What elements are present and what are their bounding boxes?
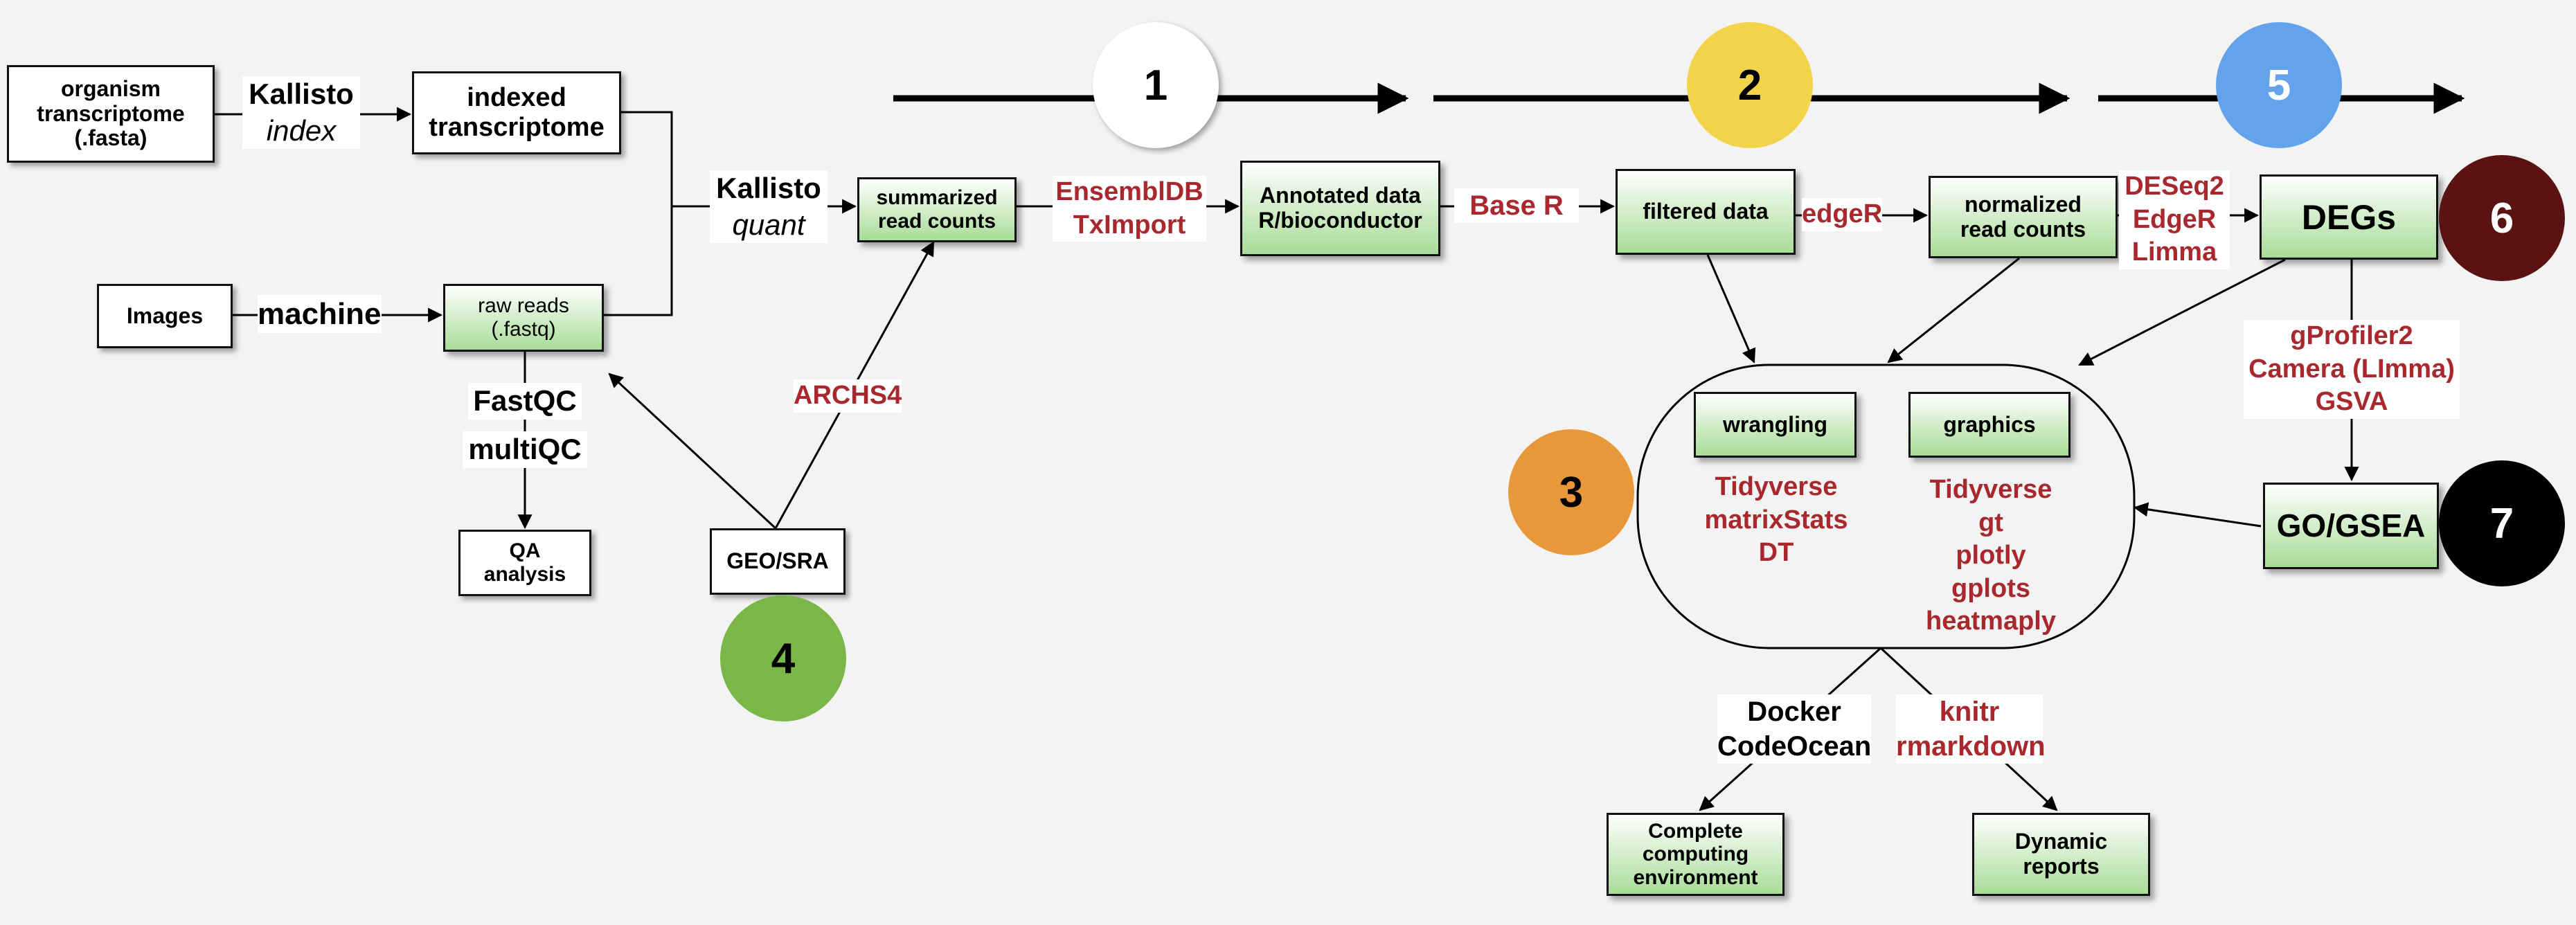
label-docker: Docker	[1747, 697, 1841, 727]
label-gsva: GSVA	[2315, 387, 2388, 416]
label-enrichment-tools: gProfiler2 Camera (LImma) GSVA	[2244, 320, 2460, 419]
label-ensembldb: EnsemblDB	[1055, 177, 1204, 206]
badge-4: 4	[720, 595, 846, 721]
node-go-gsea: GO/GSEA	[2263, 483, 2439, 569]
node-complete-computing-environment: Complete computing environment	[1607, 813, 1785, 896]
label-graphics-tool: plotly	[1956, 541, 2026, 570]
label-codeocean: CodeOcean	[1717, 731, 1872, 762]
node-wrangling: wrangling	[1694, 392, 1857, 458]
node-normalized-read-counts: normalized read counts	[1929, 176, 2118, 258]
label-wrangling-tool: DT	[1758, 538, 1794, 567]
badge-2: 2	[1687, 22, 1813, 148]
label-graphics-tool: gplots	[1951, 573, 2030, 603]
label-fastqc: FastQC	[468, 383, 582, 420]
node-graphics: graphics	[1908, 392, 2070, 458]
node-dynamic-reports: Dynamic reports	[1972, 813, 2150, 896]
badge-7: 7	[2439, 460, 2565, 586]
node-organism-transcriptome: organism transcriptome (.fasta)	[7, 65, 215, 163]
label-kallisto-index-tool: Kallisto	[249, 78, 354, 110]
node-filtered-data: filtered data	[1616, 169, 1796, 255]
badge-5: 5	[2216, 22, 2342, 148]
node-images: Images	[97, 284, 233, 348]
node-indexed-transcriptome: indexed transcriptome	[412, 71, 621, 154]
badge-1: 1	[1093, 22, 1219, 148]
label-rmarkdown: rmarkdown	[1896, 731, 2046, 762]
node-annotated-data: Annotated data R/bioconductor	[1240, 161, 1440, 256]
label-tximport: TxImport	[1073, 210, 1186, 240]
label-graphics-tool: gt	[1978, 508, 2003, 537]
analysis-container	[1636, 363, 2136, 649]
label-graphics-tool: Tidyverse	[1929, 475, 2052, 504]
label-edger-de: EdgeR	[2132, 204, 2217, 234]
label-docker-codeocean: Docker CodeOcean	[1717, 694, 1871, 764]
label-multiqc: multiQC	[463, 431, 587, 468]
label-kallisto-quant-tool: Kallisto	[716, 172, 821, 204]
label-kallisto-quant-mode: quant	[732, 208, 805, 241]
label-kallisto-index: Kallisto index	[242, 76, 360, 149]
label-camera: Camera (LImma)	[2248, 354, 2455, 384]
label-wrangling-tool: Tidyverse	[1715, 472, 1838, 501]
label-gprofiler2: gProfiler2	[2290, 321, 2413, 350]
label-graphics-tools: Tidyverse gt plotly gplots heatmaply	[1897, 474, 2084, 638]
label-kallisto-index-mode: index	[266, 114, 337, 147]
node-summarized-read-counts: summarized read counts	[857, 177, 1017, 242]
label-deseq2: DESeq2	[2125, 172, 2224, 201]
label-wrangling-tool: matrixStats	[1704, 505, 1848, 535]
label-knitr-rmarkdown: knitr rmarkdown	[1896, 694, 2046, 764]
label-edger-filter: edgeR	[1802, 198, 1883, 231]
node-qa-analysis: QA analysis	[458, 530, 591, 596]
badge-3: 3	[1508, 429, 1634, 555]
label-kallisto-quant: Kallisto quant	[710, 170, 828, 243]
node-geo-sra: GEO/SRA	[710, 528, 846, 595]
label-archs4: ARCHS4	[794, 379, 902, 413]
label-machine: machine	[258, 295, 382, 333]
label-de-tools: DESeq2 EdgeR Limma	[2119, 170, 2230, 269]
node-degs: DEGs	[2260, 174, 2438, 260]
label-ensembldb-tximport: EnsemblDB TxImport	[1053, 176, 1206, 242]
node-raw-reads: raw reads (.fastq)	[443, 284, 604, 352]
label-limma: Limma	[2131, 237, 2217, 267]
label-base-r: Base R	[1454, 188, 1579, 223]
label-wrangling-tools: Tidyverse matrixStats DT	[1683, 471, 1870, 570]
badge-6: 6	[2439, 155, 2565, 281]
label-knitr: knitr	[1939, 697, 2000, 727]
label-graphics-tool: heatmaply	[1926, 607, 2056, 636]
